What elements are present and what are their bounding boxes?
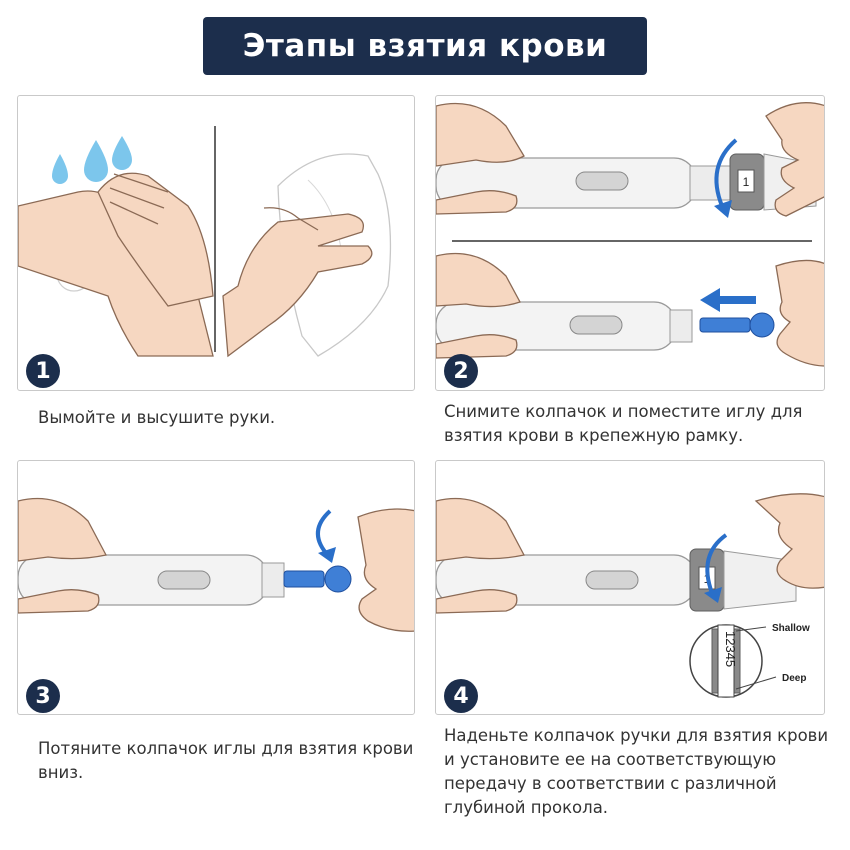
- step-1-caption: Вымойте и высушите руки.: [38, 408, 276, 427]
- step-2-panel: 1 2: [435, 95, 825, 391]
- washing-hands: [18, 172, 214, 357]
- step-1-illustration: [18, 126, 392, 358]
- step-4-badge: 4: [444, 679, 478, 713]
- step-3-caption: Потяните колпачок иглы для взятия крови …: [38, 739, 414, 782]
- water-drop-icon: [52, 136, 132, 184]
- cap-number-label: 1: [743, 175, 750, 189]
- hands-bottom: [436, 252, 824, 367]
- step-2-badge: 2: [444, 354, 478, 388]
- title-banner: Этапы взятия крови: [203, 17, 647, 75]
- rotate-arrow-icon: [316, 509, 336, 563]
- step-2-caption: Снимите колпачок и поместите иглу для вз…: [444, 402, 803, 445]
- step-3-illustration: [18, 497, 414, 632]
- rotate-arrow-icon: [714, 138, 738, 218]
- shallow-label: Shallow: [772, 623, 810, 634]
- hands: [436, 493, 824, 614]
- insert-arrow-icon: [700, 288, 756, 312]
- lancet-needle: [699, 312, 775, 338]
- drying-hands: [222, 207, 373, 358]
- page-title: Этапы взятия крови: [242, 28, 608, 64]
- step-2-illustration: 1: [436, 102, 824, 367]
- hands-top: [436, 102, 824, 217]
- step-4-illustration: 1 12345 Shallow Deep: [436, 493, 824, 698]
- hands: [18, 497, 414, 632]
- step-1-panel: 1: [17, 95, 415, 391]
- rotate-arrow-icon: [704, 533, 728, 603]
- pen-cap: 1: [689, 548, 797, 612]
- step-4-caption: Наденьте колпачок ручки для взятия крови…: [444, 726, 829, 817]
- depth-dial-zoom: 12345 Shallow Deep: [689, 623, 810, 698]
- step-4-panel: 1 12345 Shallow Deep 4: [435, 460, 825, 715]
- lancet-needle: [283, 565, 352, 593]
- depth-scale: 12345: [723, 631, 738, 667]
- step-3-badge: 3: [26, 679, 60, 713]
- step-3-panel: 3: [17, 460, 415, 715]
- step-1-badge: 1: [26, 354, 60, 388]
- deep-label: Deep: [782, 673, 806, 684]
